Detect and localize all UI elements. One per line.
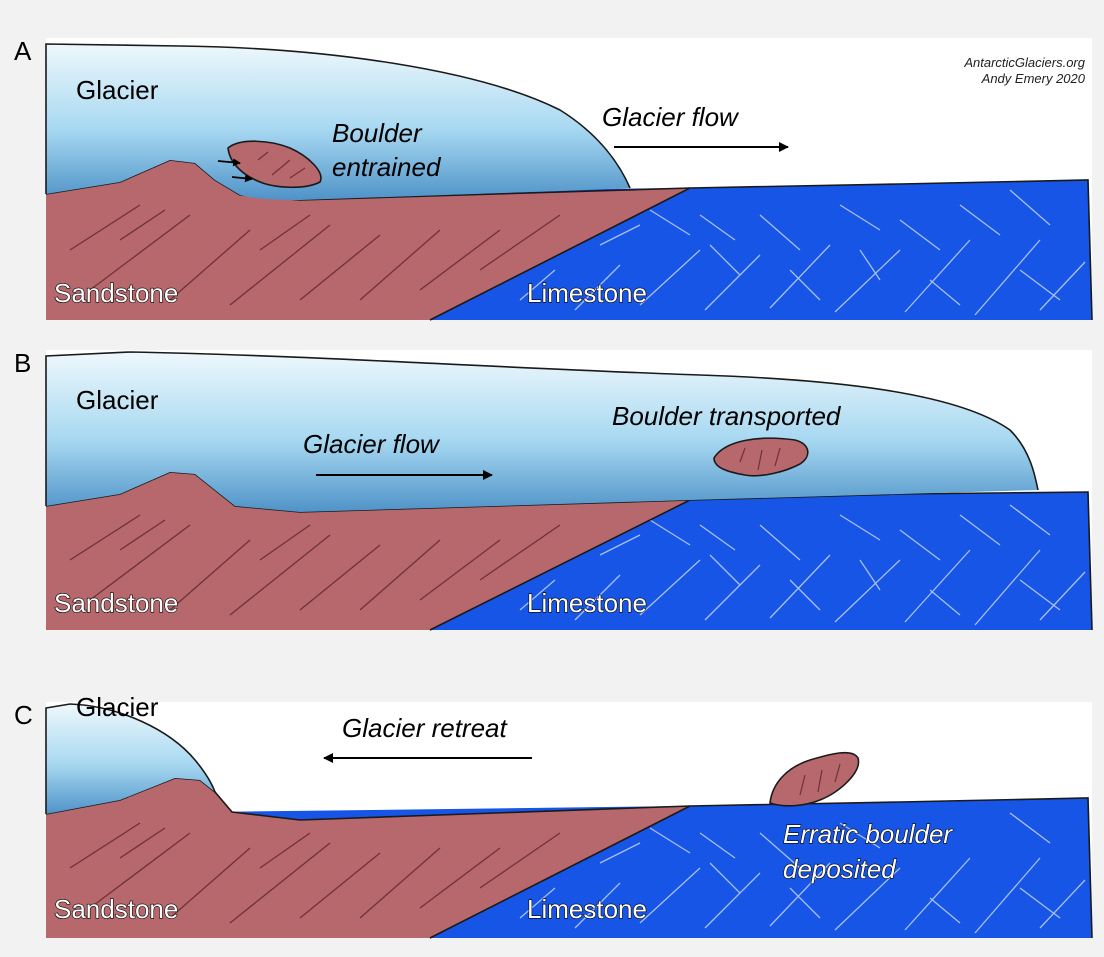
limestone-label: Limestone	[527, 894, 647, 924]
panel-letter: B	[14, 348, 31, 378]
sandstone-label: Sandstone	[54, 588, 178, 618]
credit-line2: Andy Emery 2020	[981, 71, 1086, 86]
boulder-label-line2: entrained	[332, 152, 442, 182]
glacier-label: Glacier	[76, 385, 159, 415]
panel-letter: A	[14, 36, 32, 66]
panel-a: A Glacier Glacier flow Boulder entrained…	[14, 36, 1092, 320]
boulder-label: Boulder transported	[612, 401, 842, 431]
flow-label: Glacier flow	[303, 429, 441, 459]
erratic-label-line1: Erratic boulder	[783, 819, 953, 849]
credit-line1: AntarcticGlaciers.org	[963, 55, 1085, 70]
panel-letter: C	[14, 700, 33, 730]
boulder-label-line1: Boulder	[332, 118, 423, 148]
panel-c: C Glacier Glacier retreat Erratic boulde…	[14, 692, 1092, 938]
flow-label: Glacier flow	[602, 102, 740, 132]
sandstone-label: Sandstone	[54, 278, 178, 308]
glacier-label: Glacier	[76, 75, 159, 105]
retreat-label: Glacier retreat	[342, 713, 508, 743]
limestone-label: Limestone	[527, 588, 647, 618]
limestone-label: Limestone	[527, 278, 647, 308]
glacier-label: Glacier	[76, 692, 159, 722]
panel-b: B Glacier Boulder transported Glacier fl…	[14, 348, 1092, 630]
erratic-label-line2: deposited	[783, 854, 897, 884]
sandstone-label: Sandstone	[54, 894, 178, 924]
